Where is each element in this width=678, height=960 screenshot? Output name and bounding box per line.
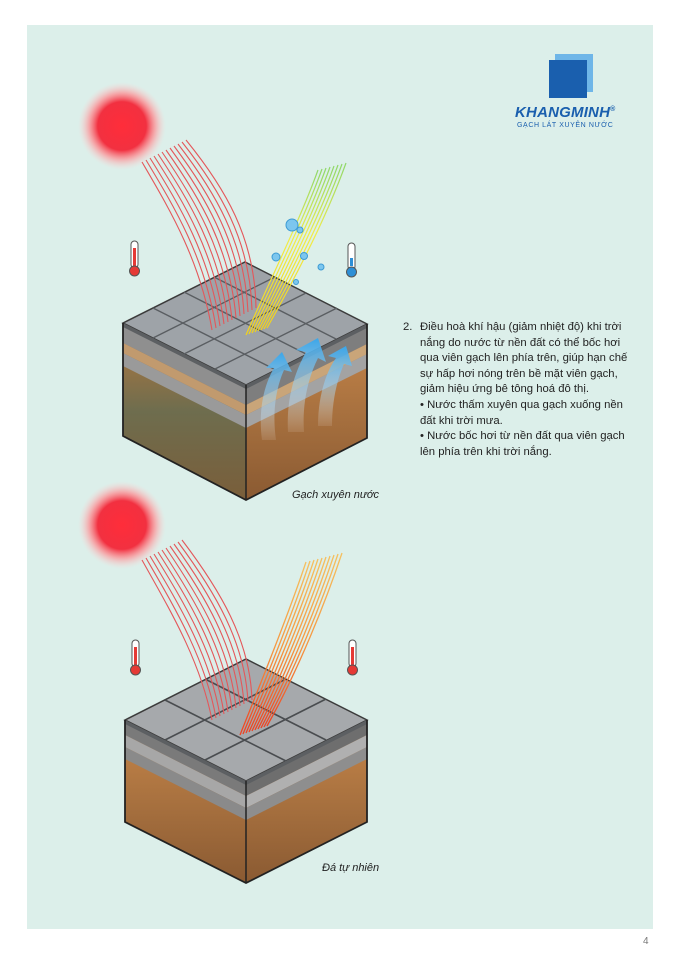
- vapor-arrows-icon: [260, 338, 352, 440]
- brand-name: KHANGMINH®: [515, 104, 616, 121]
- sun-icon: [78, 82, 166, 170]
- brand-tagline: GẠCH LÁT XUYÊN NƯỚC: [517, 122, 614, 129]
- heat-rays-icon: [141, 539, 253, 721]
- caption-permeable-paver: Gạch xuyên nước: [292, 489, 379, 501]
- permeable-paver-block: [78, 82, 369, 502]
- hot-thermometer-icon: [130, 639, 141, 676]
- section-description: 2. Điều hoà khí hậu (giảm nhiệt độ) khi …: [403, 320, 635, 460]
- hot-thermometer-icon: [347, 639, 358, 676]
- hot-thermometer-icon: [129, 240, 140, 277]
- natural-stone-block: [78, 481, 369, 885]
- sun-icon: [78, 481, 166, 569]
- brand-logo: KHANGMINH® GẠCH LÁT XUYÊN NƯỚC: [515, 54, 635, 134]
- cool-thermometer-icon: [346, 242, 357, 278]
- caption-natural-stone: Đá tự nhiên: [322, 862, 380, 874]
- section-number: 2.: [403, 321, 413, 333]
- bullet-item: • Nước thấm xuyên qua gạch xuống nền đất…: [420, 398, 623, 427]
- logo-squares-icon: [549, 54, 593, 98]
- heat-rays-icon: [141, 139, 257, 331]
- water-droplets-icon: [271, 218, 325, 285]
- section-text: Điều hoà khí hậu (giảm nhiệt độ) khi trờ…: [420, 321, 628, 396]
- bullet-item: • Nước bốc hơi từ nền đất qua viên gạch …: [420, 430, 625, 458]
- cool-reflection-icon: [245, 162, 347, 336]
- hot-reflection-icon: [239, 552, 343, 736]
- page-number: 4: [643, 936, 649, 947]
